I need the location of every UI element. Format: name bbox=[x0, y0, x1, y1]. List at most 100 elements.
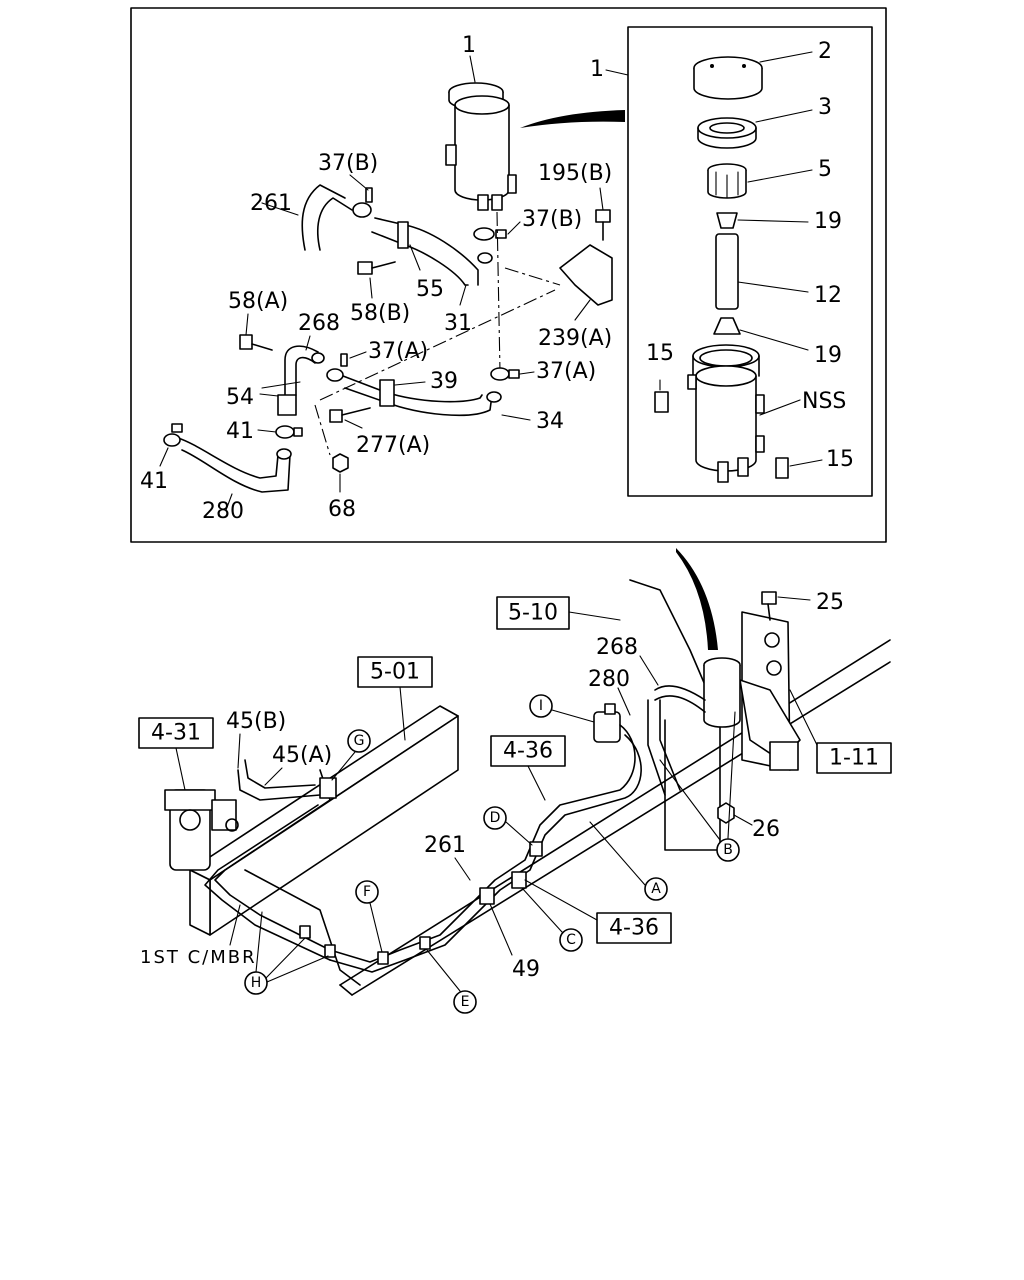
label-b-p261: 261 bbox=[424, 833, 466, 858]
bolt-58a bbox=[239, 334, 253, 350]
ref-box-5-01[interactable]: 5-01 bbox=[357, 656, 433, 688]
svg-text:C: C bbox=[566, 932, 576, 948]
svg-text:E: E bbox=[461, 994, 470, 1010]
reservoir-body-nss bbox=[687, 344, 765, 483]
ref-box-1-11[interactable]: 1-11 bbox=[816, 742, 892, 774]
label-p239a: 239(A) bbox=[538, 326, 612, 351]
inset-label-p3: 3 bbox=[818, 95, 832, 120]
grommet-19-bottom bbox=[713, 317, 741, 335]
grommet-19-top bbox=[716, 212, 738, 229]
circle-f[interactable]: F bbox=[355, 880, 379, 904]
clamp-37a-left bbox=[326, 368, 344, 382]
label-p195b: 195(B) bbox=[538, 161, 612, 186]
bolt-25 bbox=[761, 591, 777, 605]
location-arrow bbox=[676, 548, 718, 650]
clip-15-left bbox=[654, 391, 669, 413]
top-panel-border bbox=[130, 7, 887, 543]
label-b-p280: 280 bbox=[588, 667, 630, 692]
svg-text:F: F bbox=[363, 884, 371, 900]
circle-g[interactable]: G bbox=[347, 729, 371, 753]
reservoir-mounted bbox=[703, 657, 741, 728]
ref-box-5-10[interactable]: 5-10 bbox=[496, 596, 570, 630]
reservoir-tank bbox=[445, 82, 517, 211]
bolt-195b bbox=[595, 209, 611, 223]
circle-i[interactable]: I bbox=[529, 694, 553, 718]
label-p37a-b: 37(A) bbox=[536, 359, 596, 384]
label-p54: 54 bbox=[226, 385, 254, 410]
label-p41-a: 41 bbox=[140, 469, 168, 494]
clip-g bbox=[319, 777, 337, 799]
nut-26 bbox=[717, 802, 735, 824]
clip-e bbox=[419, 936, 431, 950]
nut-68 bbox=[332, 453, 349, 473]
label-p268: 268 bbox=[298, 311, 340, 336]
clip-55 bbox=[397, 221, 409, 249]
label-p1: 1 bbox=[462, 33, 476, 58]
ref-box-4-36-lower[interactable]: 4-36 bbox=[596, 912, 672, 944]
svg-text:D: D bbox=[490, 810, 501, 826]
svg-text:B: B bbox=[723, 842, 733, 858]
hose-34 bbox=[344, 387, 493, 417]
inset-label-p5: 5 bbox=[818, 157, 832, 182]
clamp-41-upper bbox=[163, 433, 181, 447]
label-b-p268: 268 bbox=[596, 635, 638, 660]
label-b-p45a: 45(A) bbox=[272, 743, 332, 768]
circle-d[interactable]: D bbox=[483, 806, 507, 830]
circle-b[interactable]: B bbox=[716, 838, 740, 862]
inset-arrow bbox=[520, 110, 625, 128]
clamp-37a-right bbox=[490, 367, 510, 381]
inset-label-p15-b: 15 bbox=[826, 447, 854, 472]
label-p31: 31 bbox=[444, 311, 472, 336]
label-p39: 39 bbox=[430, 369, 458, 394]
label-p37a-a: 37(A) bbox=[368, 339, 428, 364]
clip-d bbox=[529, 841, 543, 857]
leader-p1 bbox=[469, 55, 476, 83]
bolt-277a bbox=[329, 409, 343, 423]
svg-text:I: I bbox=[539, 698, 543, 714]
pressure-line bbox=[329, 724, 636, 963]
inset-label-p2: 2 bbox=[818, 39, 832, 64]
label-b-p25: 25 bbox=[816, 590, 844, 615]
circle-a[interactable]: A bbox=[644, 877, 668, 901]
label-b-p26: 26 bbox=[752, 817, 780, 842]
label-p34: 34 bbox=[536, 409, 564, 434]
svg-text:4-36: 4-36 bbox=[609, 916, 659, 941]
filter-tube-12 bbox=[715, 233, 739, 310]
clamp-41-lower bbox=[275, 425, 295, 439]
pipe-54 bbox=[277, 394, 297, 416]
bolt-58b bbox=[357, 261, 373, 275]
circle-e[interactable]: E bbox=[453, 990, 477, 1014]
label-b-crossmember: 1ST C/MBR bbox=[140, 947, 257, 968]
ref-box-4-36-upper[interactable]: 4-36 bbox=[490, 735, 566, 767]
label-b-p49: 49 bbox=[512, 957, 540, 982]
inset-label-nss: NSS bbox=[802, 389, 846, 414]
clamp-37b-upper bbox=[352, 202, 372, 218]
label-p41-b: 41 bbox=[226, 419, 254, 444]
clamp-37b-tank bbox=[473, 227, 495, 241]
label-p55: 55 bbox=[416, 277, 444, 302]
label-p58a: 58(A) bbox=[228, 289, 288, 314]
label-p68: 68 bbox=[328, 497, 356, 522]
circle-h[interactable]: H bbox=[244, 971, 268, 995]
clip-39 bbox=[379, 379, 395, 407]
inset-label-p15-a: 15 bbox=[646, 341, 674, 366]
label-b-p45b: 45(B) bbox=[226, 709, 286, 734]
return-line bbox=[214, 769, 331, 951]
label-p261: 261 bbox=[250, 191, 292, 216]
svg-text:A: A bbox=[651, 881, 661, 897]
svg-text:4-31: 4-31 bbox=[151, 721, 201, 746]
ref-box-4-31[interactable]: 4-31 bbox=[138, 717, 214, 749]
circle-c[interactable]: C bbox=[559, 928, 583, 952]
steering-gearbox bbox=[164, 789, 239, 871]
label-p280: 280 bbox=[202, 499, 244, 524]
svg-text:H: H bbox=[251, 975, 262, 991]
svg-text:5-01: 5-01 bbox=[370, 660, 420, 685]
bracket-239a bbox=[559, 244, 613, 306]
label-p37b-a: 37(B) bbox=[318, 151, 378, 176]
svg-text:1-11: 1-11 bbox=[829, 746, 879, 771]
hose-261 bbox=[301, 184, 346, 251]
clip-15-right bbox=[775, 457, 789, 479]
strainer-basket bbox=[707, 163, 747, 199]
